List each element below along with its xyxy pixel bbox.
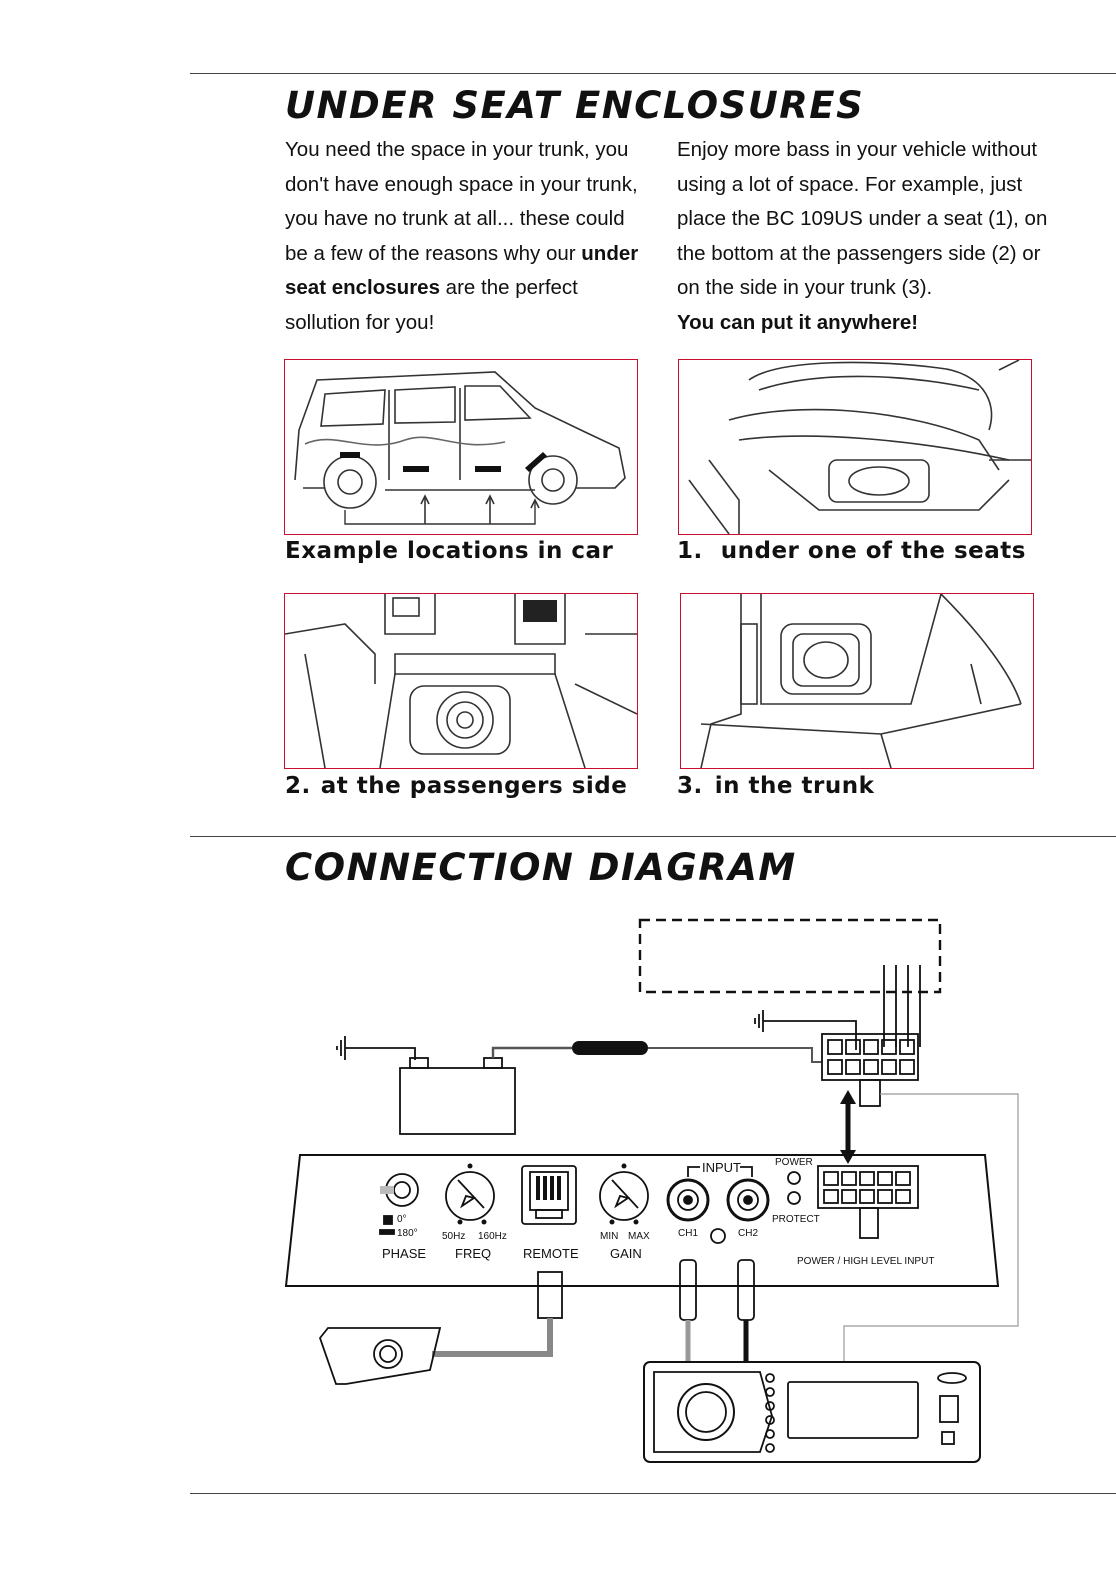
- power-input-label: POWER / HIGH LEVEL INPUT: [797, 1256, 934, 1267]
- ground-icon-right: [754, 1010, 857, 1050]
- caption-number: 2.: [285, 773, 311, 799]
- seat-illustration: [688, 360, 1031, 534]
- freq-label: FREQ: [455, 1246, 491, 1261]
- middle-rule: [190, 836, 1116, 837]
- intro-right-text: Enjoy more bass in your vehicle without …: [677, 133, 1049, 340]
- trunk-illustration: [700, 594, 1022, 768]
- phase-label: PHASE: [382, 1246, 426, 1261]
- intro-right-bold: You can put it anywhere!: [677, 310, 919, 334]
- inline-fuse: [572, 1041, 648, 1055]
- freq-max-label: 160Hz: [478, 1231, 507, 1242]
- protect-led-label: PROTECT: [772, 1214, 820, 1225]
- photo-under-seat: [678, 359, 1032, 535]
- section-title-connection-diagram: CONNECTION DIAGRAM: [285, 846, 797, 889]
- photo-trunk: [680, 593, 1034, 769]
- bottom-rule: [190, 1493, 1116, 1494]
- amplifier-body: [284, 1154, 1000, 1287]
- phase-0-label: 0°: [397, 1214, 407, 1225]
- battery: [399, 1067, 516, 1135]
- photo-passenger-side: [284, 593, 638, 769]
- caption-text: Example locations in car: [285, 538, 614, 564]
- photo-example-locations: [284, 359, 638, 535]
- phase-180-label: 180°: [397, 1228, 418, 1239]
- head-unit: [643, 1361, 981, 1463]
- caption-number: 1.: [677, 538, 703, 564]
- power-connector-plug: [821, 1033, 919, 1081]
- section-title-under-seat: UNDER SEAT ENCLOSURES: [285, 84, 865, 127]
- caption-text: in the trunk: [714, 773, 875, 799]
- remote-label: REMOTE: [523, 1246, 579, 1261]
- gain-label: GAIN: [610, 1246, 642, 1261]
- speaker-box-dashed: [638, 918, 942, 994]
- freq-min-label: 50Hz: [442, 1231, 465, 1242]
- caption-example-locations: Example locations in car: [285, 538, 613, 564]
- caption-text: under one of the seats: [720, 538, 1026, 564]
- caption-text: at the passengers side: [320, 773, 628, 799]
- passenger-side-illustration: [285, 594, 637, 768]
- gain-min-label: MIN: [600, 1231, 618, 1242]
- intro-left-part2: are the perfect sollution for you!: [285, 276, 578, 334]
- remote-control-unit: [318, 1327, 442, 1385]
- caption-passenger-side: 2. at the passengers side: [285, 773, 627, 799]
- ch1-label: CH1: [678, 1228, 698, 1239]
- intro-left-part1: You need the space in your trunk, you do…: [285, 138, 638, 265]
- power-led-label: POWER: [775, 1157, 813, 1168]
- gain-max-label: MAX: [628, 1231, 650, 1242]
- ground-icon-left: [336, 1036, 416, 1060]
- caption-under-seat: 1. under one of the seats: [677, 538, 1026, 564]
- caption-number: 3.: [677, 773, 703, 799]
- input-label: INPUT: [702, 1160, 741, 1175]
- caption-trunk: 3. in the trunk: [677, 773, 874, 799]
- top-rule: [190, 73, 1116, 74]
- intro-right-part1: Enjoy more bass in your vehicle without …: [677, 138, 1048, 299]
- ch2-label: CH2: [738, 1228, 758, 1239]
- intro-left-text: You need the space in your trunk, you do…: [285, 133, 647, 340]
- car-side-illustration: [294, 371, 626, 525]
- intro-left-bold: under seat enclosures: [285, 241, 639, 300]
